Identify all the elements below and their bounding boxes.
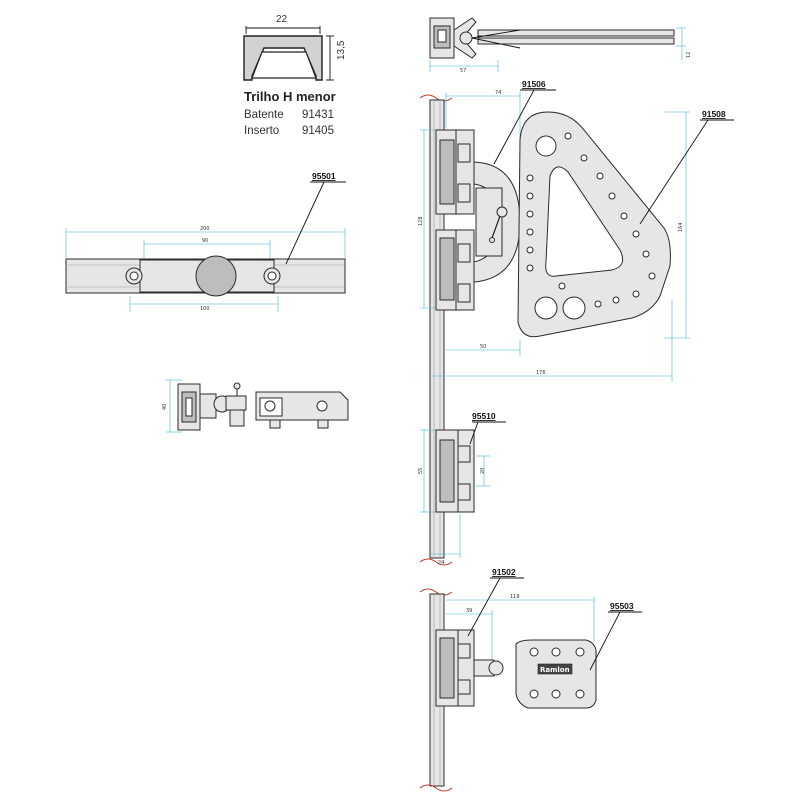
- footrest-logo: Ramlon: [540, 666, 570, 674]
- rail-profile-shape: [243, 35, 323, 81]
- dim-side-height: 40: [162, 404, 168, 410]
- profile-height-label: 13,5: [336, 40, 347, 60]
- dim-top-width: 57: [460, 68, 466, 74]
- profile-width-label: 22: [276, 14, 288, 25]
- callout-91502: 91502: [492, 567, 516, 577]
- dim-overall-width: 176: [536, 370, 546, 376]
- dim-foot-offset: 39: [466, 608, 472, 614]
- callout-91508: 91508: [702, 109, 726, 119]
- dim-rail-total: 200: [200, 226, 210, 232]
- footrest-assembly: 119 39 Ramlon 91502 95503: [435, 567, 642, 709]
- callout-95510: 95510: [472, 411, 496, 421]
- dim-rail-base: 100: [200, 306, 210, 312]
- profile-row-code: 91405: [302, 125, 334, 137]
- block-95510-assembly: 55 20 24 95510: [418, 411, 506, 566]
- rail-95501: 200 90 100 95501: [65, 171, 346, 312]
- profile-row-label: Inserto: [244, 125, 279, 137]
- callout-95501: 95501: [312, 171, 336, 181]
- dim-block-inner: 20: [480, 468, 486, 474]
- dim-mount-height: 128: [418, 216, 424, 226]
- dim-plate-height: 164: [678, 222, 684, 232]
- dim-plate-offset: 50: [480, 344, 486, 350]
- mount-and-plate-assembly: 74 128: [418, 79, 734, 382]
- dim-top-height: 12: [686, 52, 692, 58]
- side-view-assembly: 40: [162, 379, 349, 433]
- profile-title: Trilho H menor: [244, 89, 336, 104]
- dim-foot-width: 119: [510, 594, 520, 600]
- profile-row-label: Batente: [244, 109, 284, 121]
- dim-mount-width: 74: [495, 90, 501, 96]
- dim-block-height: 55: [418, 468, 424, 474]
- profile-row-code: 91431: [302, 109, 334, 121]
- dim-rail-holes: 90: [202, 238, 208, 244]
- rail-profile-section: 22 13,5 Trilho H menor Batente 91431 Ins…: [243, 14, 347, 137]
- top-view-assembly: 57 12: [429, 17, 692, 74]
- callout-95503: 95503: [610, 601, 634, 611]
- callout-91506: 91506: [522, 79, 546, 89]
- rail-knob: [195, 255, 237, 297]
- dim-block-width: 24: [438, 560, 444, 566]
